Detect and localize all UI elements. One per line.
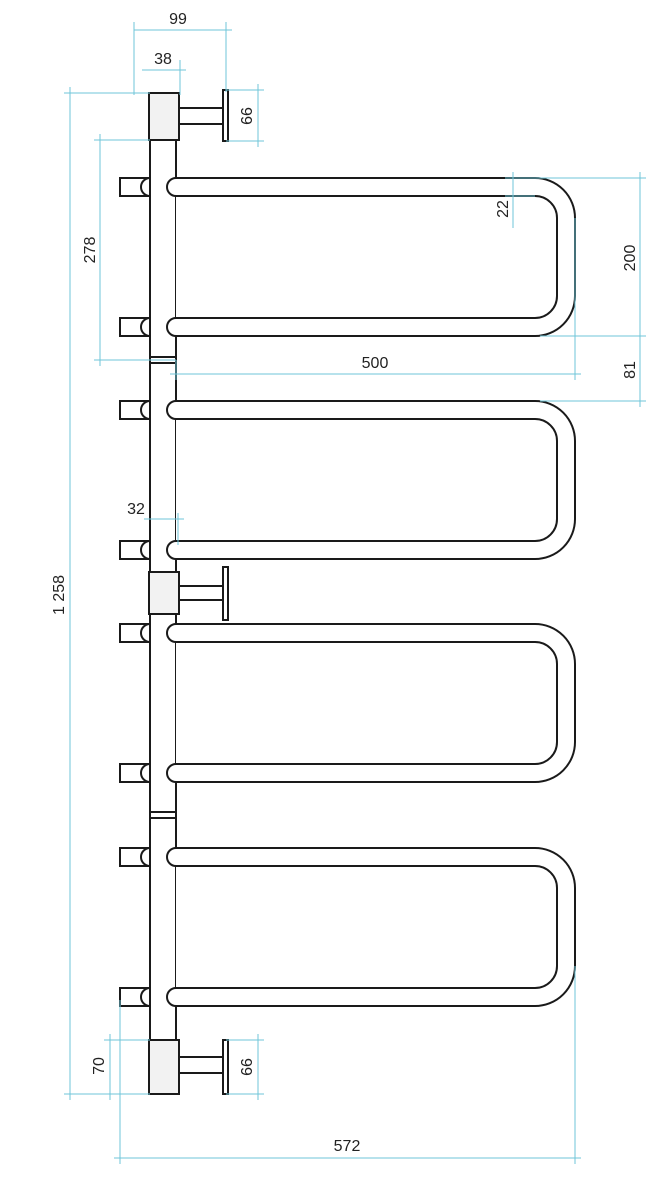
dim-label-200: 200 [622,245,639,272]
dim-label-32: 32 [127,501,145,518]
dimension-loop-height: 200 [535,172,646,342]
dimension-bottom-offset: 70 [91,1034,150,1100]
dim-label-572: 572 [334,1138,361,1155]
dim-label-66-top: 66 [239,107,256,125]
dimension-loop-length: 500 [170,218,581,380]
dim-label-22: 22 [495,200,512,218]
dim-label-81: 81 [622,361,639,379]
bottom-mount-bracket [148,1039,229,1095]
dimension-tube-spacing: 32 [127,501,184,545]
dimension-total-width: 572 [114,966,581,1164]
tube-stub-ends [119,177,151,1007]
dimension-flange-height-top: 66 [226,84,264,147]
loop-2 [166,400,576,560]
dimension-flange-height-bottom: 66 [226,1034,264,1100]
dimension-post-width: 38 [142,51,186,95]
loop-3 [166,623,576,783]
loop-1 [166,177,576,337]
dim-label-38: 38 [154,51,172,68]
dim-label-70: 70 [91,1057,108,1075]
dimension-total-height: 1 258 [51,87,150,1100]
dim-label-278: 278 [82,237,99,264]
dim-label-500: 500 [362,355,389,372]
dim-label-1258: 1 258 [51,575,68,615]
middle-mount-bracket [148,566,229,621]
dimension-section-gap: 81 [540,336,646,407]
dim-label-99: 99 [169,11,187,28]
dimension-tube-diameter: 22 [495,172,535,228]
top-mount-bracket [148,89,229,142]
dimension-section-height: 278 [82,134,176,366]
loop-4 [166,847,576,1007]
dim-label-66-bottom: 66 [239,1058,256,1076]
dimension-flange-offset: 99 [133,11,232,95]
